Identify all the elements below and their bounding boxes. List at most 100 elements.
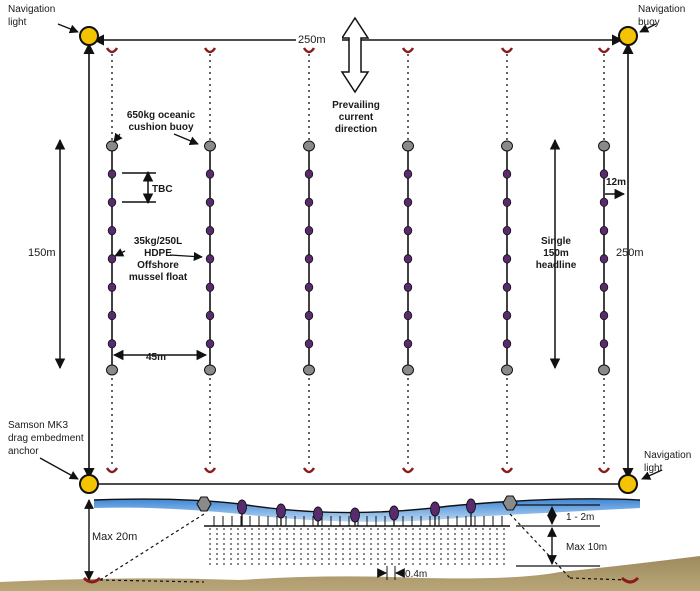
mussel-float-icon bbox=[205, 339, 215, 349]
anchor-icon bbox=[500, 47, 514, 54]
mussel-float-icon bbox=[502, 310, 512, 321]
tbc-label: TBC bbox=[152, 184, 173, 195]
mussel-float-icon bbox=[304, 169, 314, 179]
current-label: direction bbox=[335, 124, 377, 135]
longlines-group bbox=[105, 47, 611, 474]
max-10m-label: Max 10m bbox=[566, 542, 607, 553]
mussel-float-icon bbox=[403, 226, 413, 236]
mussel-float-icon bbox=[205, 226, 215, 236]
headline-label: 150m bbox=[543, 248, 569, 259]
cushion-buoy-icon bbox=[303, 140, 315, 152]
cushion-buoy-icon bbox=[196, 496, 212, 512]
current-label: current bbox=[339, 112, 374, 123]
cushion-buoy-icon bbox=[204, 140, 216, 152]
mussel-float-icon bbox=[304, 339, 314, 349]
anchor-icon bbox=[105, 467, 119, 474]
section-floats bbox=[196, 495, 518, 526]
mussel-float-icon bbox=[304, 226, 314, 236]
navigation-light-icon bbox=[618, 474, 638, 494]
cushion-buoy-icon bbox=[204, 364, 216, 376]
cushion-buoy-label: cushion buoy bbox=[129, 122, 194, 133]
longline bbox=[302, 47, 316, 474]
cushion-buoy-icon bbox=[502, 495, 518, 511]
mussel-float-icon bbox=[304, 310, 314, 321]
anchor-icon bbox=[401, 467, 415, 474]
navigation-buoy-icon bbox=[79, 474, 99, 494]
mussel-float-icon bbox=[403, 339, 413, 349]
anchor-icon bbox=[620, 576, 640, 584]
navigation-buoy-icon bbox=[618, 26, 638, 46]
left-150m-label: 150m bbox=[28, 247, 56, 259]
anchor-icon bbox=[597, 47, 611, 54]
navigation-light-label: light bbox=[644, 463, 663, 474]
spacing-45m-label: 45m bbox=[146, 352, 166, 363]
mussel-float-icon bbox=[205, 310, 215, 321]
mussel-float-icon bbox=[205, 254, 215, 264]
anchor-label: anchor bbox=[8, 446, 39, 457]
longline bbox=[203, 47, 217, 474]
mussel-float-icon bbox=[350, 507, 360, 523]
mussel-float-icon bbox=[403, 310, 413, 321]
width-250m-label: 250m bbox=[298, 34, 326, 46]
mussel-float-icon bbox=[599, 282, 609, 292]
mussel-float-icon bbox=[599, 169, 609, 179]
mussel-float-icon bbox=[466, 498, 476, 514]
anchor-icon bbox=[500, 467, 514, 474]
cushion-buoy-icon bbox=[106, 140, 118, 152]
anchor-label: Samson MK3 bbox=[8, 420, 68, 431]
mussel-float-icon bbox=[313, 506, 323, 522]
mussel-float-icon bbox=[502, 339, 512, 349]
anchor-icon bbox=[401, 47, 415, 54]
mussel-float-icon bbox=[502, 226, 512, 236]
seabed bbox=[0, 556, 700, 591]
cushion-buoy-icon bbox=[501, 140, 513, 152]
anchor-icon bbox=[105, 47, 119, 54]
gap-04m-label: 0.4m bbox=[405, 569, 427, 580]
anchor-label: drag embedment bbox=[8, 433, 84, 444]
float-label: Offshore bbox=[137, 260, 179, 271]
max-20m-label: Max 20m bbox=[92, 531, 137, 543]
navigation-buoy-label: Navigation bbox=[638, 4, 685, 15]
longline bbox=[105, 47, 119, 474]
anchor-icon bbox=[302, 47, 316, 54]
mussel-float-icon bbox=[502, 254, 512, 264]
cushion-buoy-icon bbox=[402, 140, 414, 152]
mussel-float-icon bbox=[304, 197, 314, 207]
cross-section bbox=[0, 495, 700, 591]
float-label: HDPE bbox=[144, 248, 172, 259]
mussel-float-icon bbox=[107, 282, 117, 292]
mussel-float-icon bbox=[107, 226, 117, 236]
depth-1-2m-label: 1 - 2m bbox=[566, 512, 594, 523]
longline bbox=[597, 47, 611, 474]
mussel-float-icon bbox=[107, 197, 117, 207]
mussel-float-icon bbox=[205, 169, 215, 179]
mussel-float-icon bbox=[599, 310, 609, 321]
mussel-float-icon bbox=[430, 501, 440, 517]
anchor-icon bbox=[597, 467, 611, 474]
dimension-arrows bbox=[54, 138, 626, 370]
right-250m-label: 250m bbox=[616, 247, 644, 259]
mussel-float-icon bbox=[276, 503, 286, 519]
anchor-icon bbox=[203, 47, 217, 54]
headline-label: headline bbox=[536, 260, 577, 271]
mussel-float-icon bbox=[599, 339, 609, 349]
spacing-12m-label: 12m bbox=[606, 177, 626, 188]
anchor-icon bbox=[203, 467, 217, 474]
mussel-float-icon bbox=[107, 310, 117, 321]
mussel-float-icon bbox=[502, 197, 512, 207]
headline-label: Single bbox=[541, 236, 571, 247]
mussel-float-icon bbox=[107, 254, 117, 264]
callout-arrows bbox=[39, 23, 663, 480]
anchor-icon bbox=[82, 576, 102, 584]
mussel-float-icon bbox=[599, 226, 609, 236]
float-label: 35kg/250L bbox=[134, 236, 182, 247]
